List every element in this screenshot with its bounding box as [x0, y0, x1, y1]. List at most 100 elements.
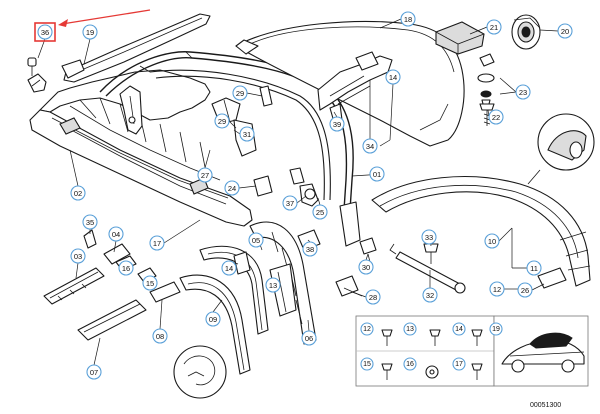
catalog-number: 00051300 — [530, 402, 561, 409]
upper-rail-19 — [61, 13, 211, 83]
callout-circle — [214, 113, 230, 129]
callout-16: 16 — [118, 260, 134, 276]
callout-circle — [358, 259, 374, 275]
callout-circle — [526, 260, 542, 276]
callout-circle — [265, 277, 281, 293]
callout-circle — [82, 24, 98, 40]
callout-label: 26 — [521, 286, 529, 295]
callout-label: 10 — [488, 237, 496, 246]
fasteners-23 — [477, 53, 495, 109]
callout-label: 21 — [490, 23, 498, 32]
bracket-28 — [335, 275, 363, 297]
callout-19: 19 — [82, 24, 98, 40]
callout-circle — [221, 260, 237, 276]
callout-label: 05 — [252, 236, 260, 245]
callout-23: 23 — [515, 84, 531, 100]
callout-circle — [301, 330, 317, 346]
legend-15: 15 — [360, 357, 374, 371]
clip-15 — [137, 267, 157, 283]
callout-circle — [86, 364, 102, 380]
legend-label: 13 — [406, 326, 414, 333]
callout-36-highlighted: 36 — [34, 22, 56, 42]
legend-13: 13 — [403, 322, 417, 336]
callout-label: 11 — [530, 264, 538, 273]
callout-circle — [488, 109, 504, 125]
callout-29-lower: 29 — [214, 113, 230, 129]
callout-circle — [282, 195, 298, 211]
callout-label: 12 — [493, 285, 501, 294]
callout-07: 07 — [86, 364, 102, 380]
callout-label: 29 — [218, 117, 226, 126]
callout-circle — [385, 69, 401, 85]
callout-label: 13 — [269, 281, 277, 290]
callout-33: 33 — [421, 229, 437, 245]
callout-circle — [489, 281, 505, 297]
callout-circle — [197, 167, 213, 183]
trim-14-lower — [233, 251, 251, 275]
leader-lines — [37, 18, 559, 366]
callout-label: 31 — [243, 130, 251, 139]
callout-label: 37 — [286, 199, 294, 208]
callout-label: 35 — [86, 218, 94, 227]
strip-07 — [77, 299, 147, 341]
callout-label: 38 — [306, 245, 314, 254]
legend-17: 17 — [452, 357, 466, 371]
callout-37: 37 — [282, 195, 298, 211]
callout-label: 18 — [404, 15, 412, 24]
callout-circle — [248, 232, 264, 248]
callout-label: 32 — [426, 291, 434, 300]
callout-24: 24 — [224, 180, 240, 196]
callout-circle — [312, 204, 328, 220]
legend-19: 19 — [489, 322, 503, 336]
callout-circle — [152, 328, 168, 344]
callout-circle — [365, 289, 381, 305]
detail-magnifier-upper — [527, 113, 595, 185]
callout-circle — [108, 226, 124, 242]
legend-label: 17 — [455, 361, 463, 368]
legend-circle — [489, 322, 503, 336]
rear-seal-10 — [371, 176, 591, 289]
callout-20: 20 — [557, 23, 573, 39]
callout-label: 08 — [156, 332, 164, 341]
callout-label: 02 — [74, 189, 82, 198]
callout-circle — [515, 84, 531, 100]
callout-14-lower: 14 — [221, 260, 237, 276]
callout-18: 18 — [400, 11, 416, 27]
callout-39: 39 — [329, 116, 345, 132]
callout-circle — [557, 23, 573, 39]
callout-label: 20 — [561, 27, 569, 36]
callout-circle — [224, 180, 240, 196]
callout-15: 15 — [142, 275, 158, 291]
legend-label: 16 — [406, 361, 414, 368]
callout-label: 01 — [373, 170, 381, 179]
callout-circle — [149, 235, 165, 251]
callout-circle — [118, 260, 134, 276]
callout-32: 32 — [422, 287, 438, 303]
callout-label: 14 — [389, 73, 397, 82]
legend-circle — [452, 357, 466, 371]
callout-label: 07 — [90, 368, 98, 377]
trim-09 — [179, 274, 251, 375]
legend-label: 19 — [492, 326, 500, 333]
callout-circle — [70, 248, 86, 264]
callout-label: 23 — [519, 88, 527, 97]
callout-label: 29 — [236, 89, 244, 98]
spring-33 — [423, 243, 439, 264]
callout-circle — [362, 138, 378, 154]
hinge-pin-32 — [389, 243, 466, 294]
callout-label: 39 — [333, 120, 341, 129]
callout-05: 05 — [248, 232, 264, 248]
highlight-arrow — [61, 9, 151, 25]
detail-magnifier-lower — [173, 345, 227, 399]
clip-35 — [83, 229, 97, 249]
legend-12: 12 — [360, 322, 374, 336]
callout-label: 36 — [41, 28, 49, 37]
callout-13: 13 — [265, 277, 281, 293]
grommet-20 — [511, 14, 541, 50]
callout-label: 34 — [366, 142, 374, 151]
clip-04 — [103, 243, 131, 265]
legend-label: 15 — [363, 361, 371, 368]
legend-circle — [452, 322, 466, 336]
callout-label: 15 — [146, 279, 154, 288]
